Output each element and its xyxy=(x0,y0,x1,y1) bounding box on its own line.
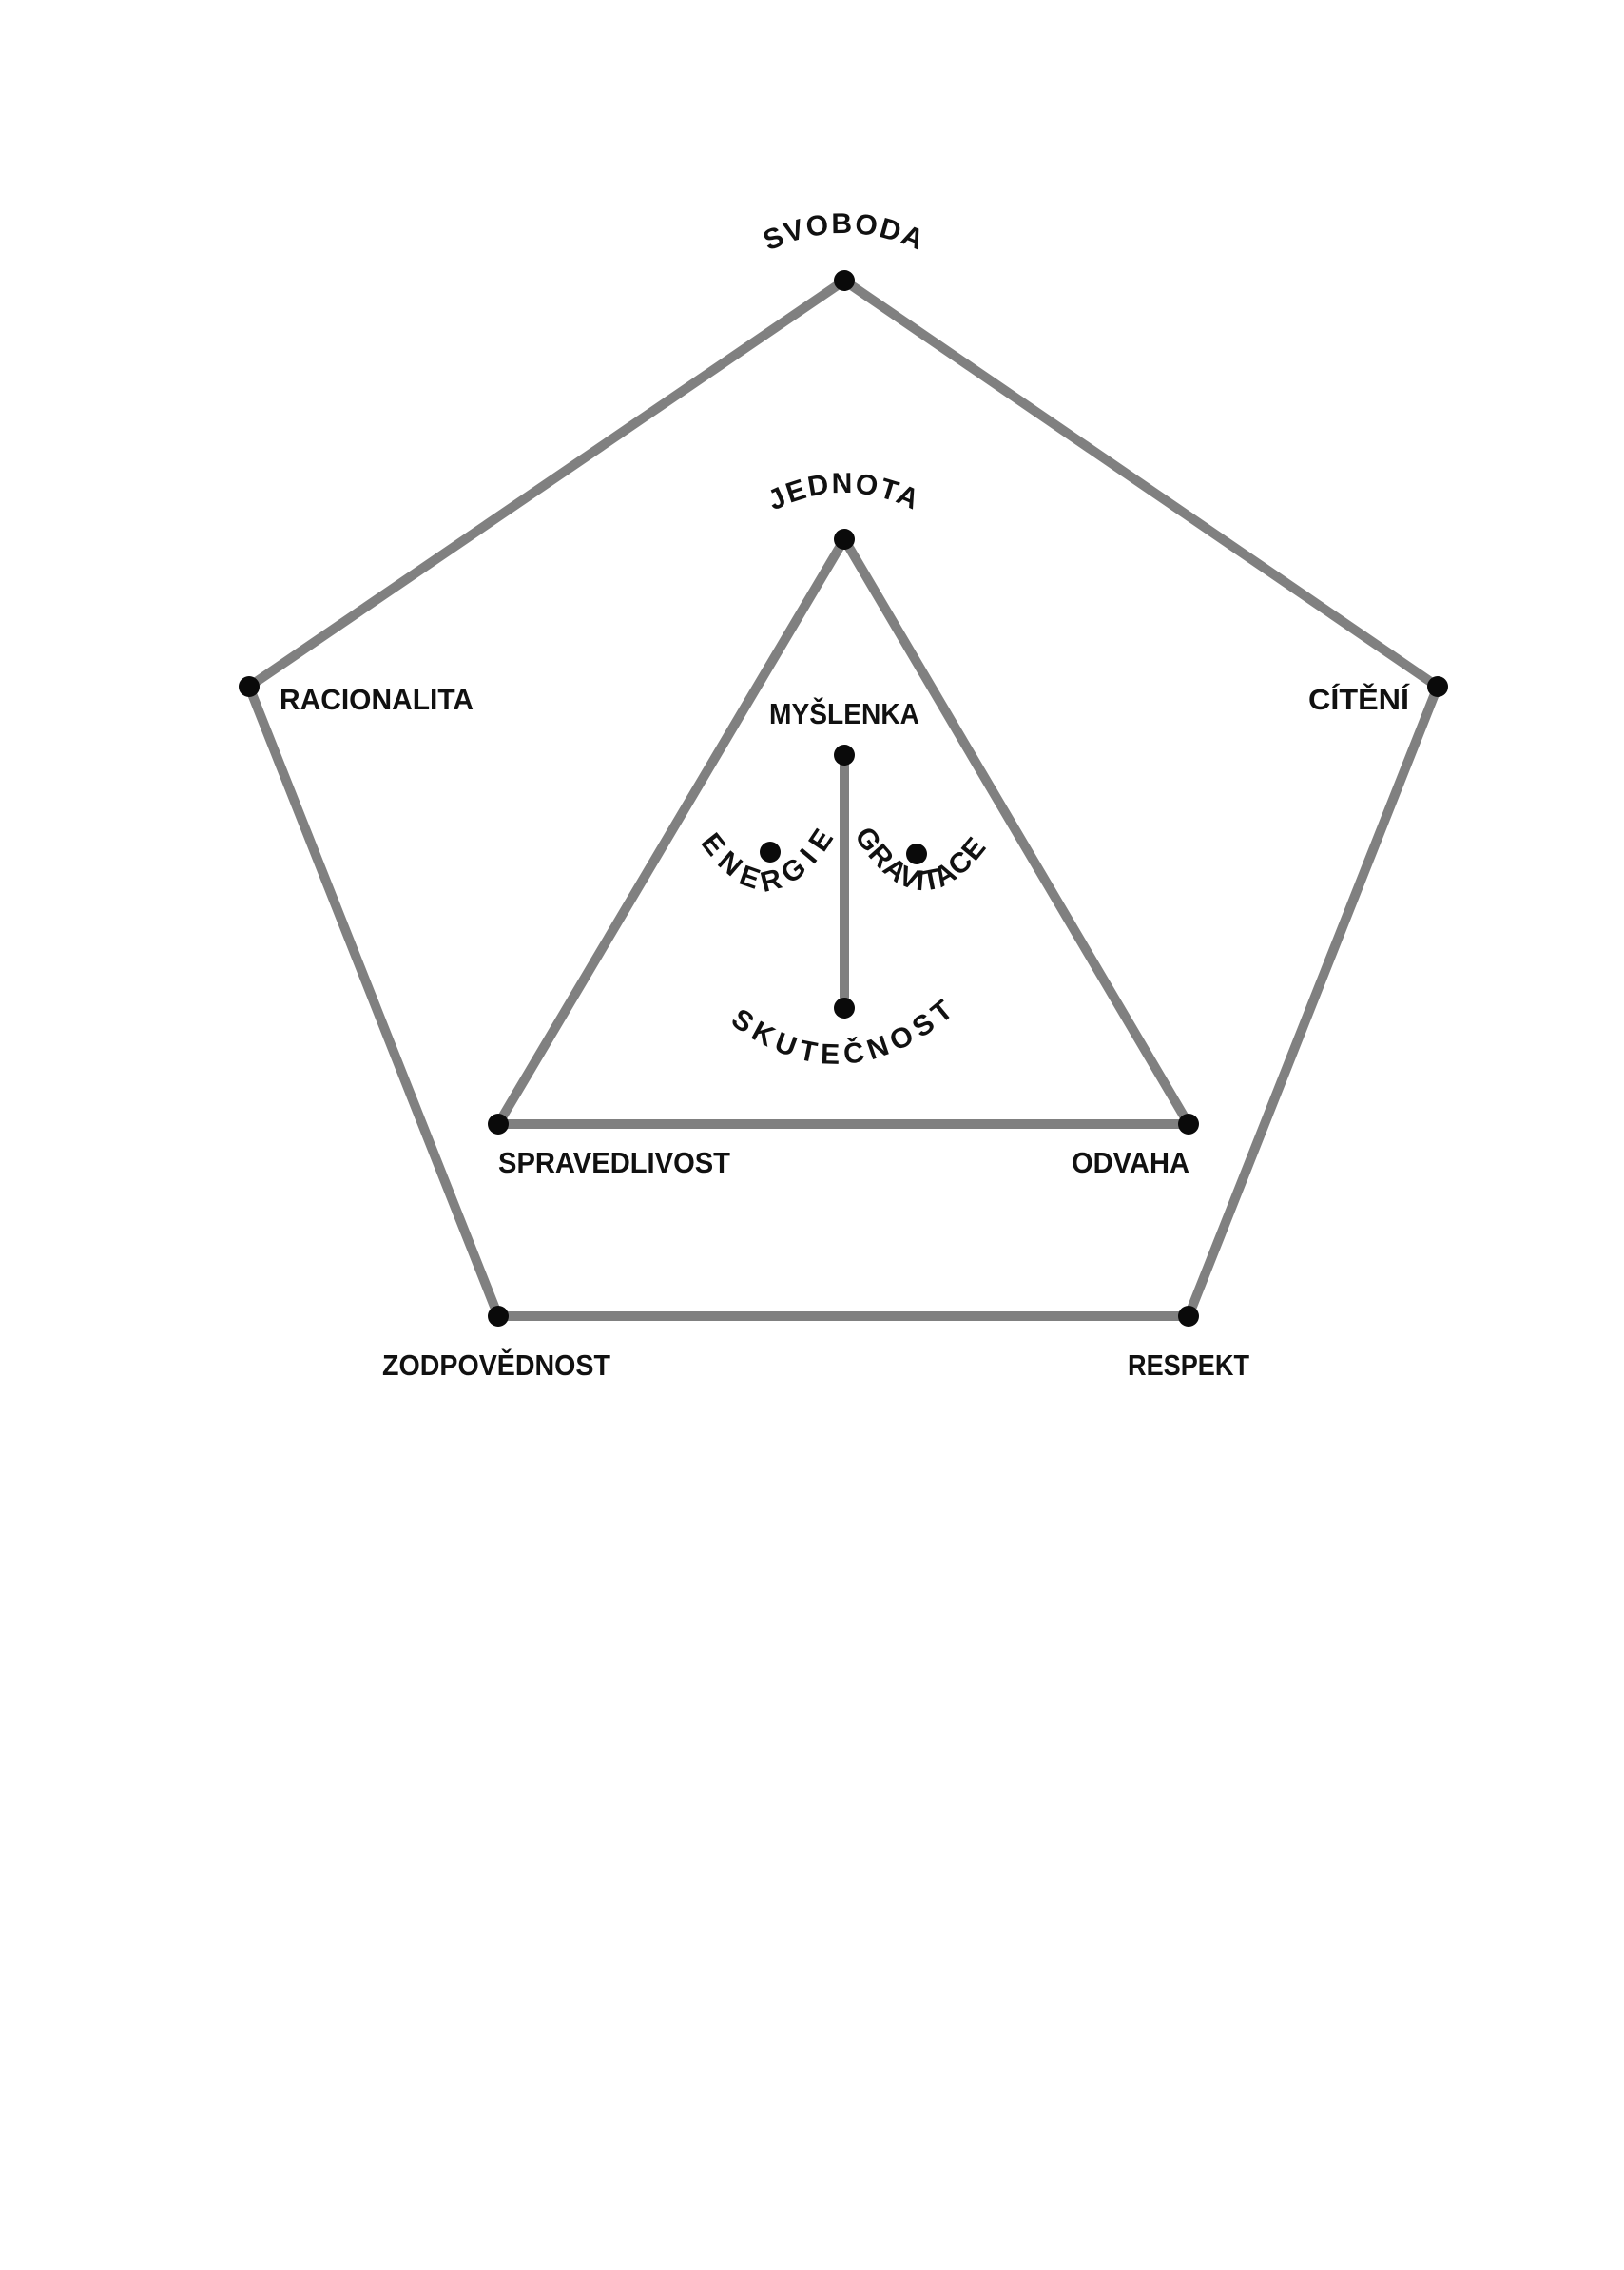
node-myslenka xyxy=(834,745,855,766)
node-citeni xyxy=(1427,676,1448,697)
label-zodpovednost: ZODPOVĚDNOST xyxy=(382,1348,610,1382)
node-racionalita xyxy=(239,676,260,697)
node-odvaha xyxy=(1178,1114,1199,1135)
node-spravedlivost xyxy=(488,1114,509,1135)
outer-pentagon xyxy=(244,276,1442,1321)
label-racionalita: RACIONALITA xyxy=(280,683,474,716)
label-citeni: CÍTĚNÍ xyxy=(1308,682,1410,716)
node-zodpovednost xyxy=(488,1306,509,1327)
label-jednota: JEDNOTA xyxy=(764,468,925,516)
node-energie xyxy=(760,842,781,863)
node-skutecnost xyxy=(834,998,855,1019)
label-myslenka: MYŠLENKA xyxy=(769,696,919,730)
node-gravitace xyxy=(906,844,927,864)
label-odvaha: ODVAHA xyxy=(1072,1146,1189,1179)
inner-triangle xyxy=(493,534,1193,1129)
node-jednota xyxy=(834,529,855,550)
label-svoboda: SVOBODA xyxy=(759,208,930,257)
label-respekt: RESPEKT xyxy=(1128,1348,1249,1382)
node-respekt xyxy=(1178,1306,1199,1327)
node-svoboda xyxy=(834,270,855,291)
label-spravedlivost: SPRAVEDLIVOST xyxy=(498,1146,730,1179)
